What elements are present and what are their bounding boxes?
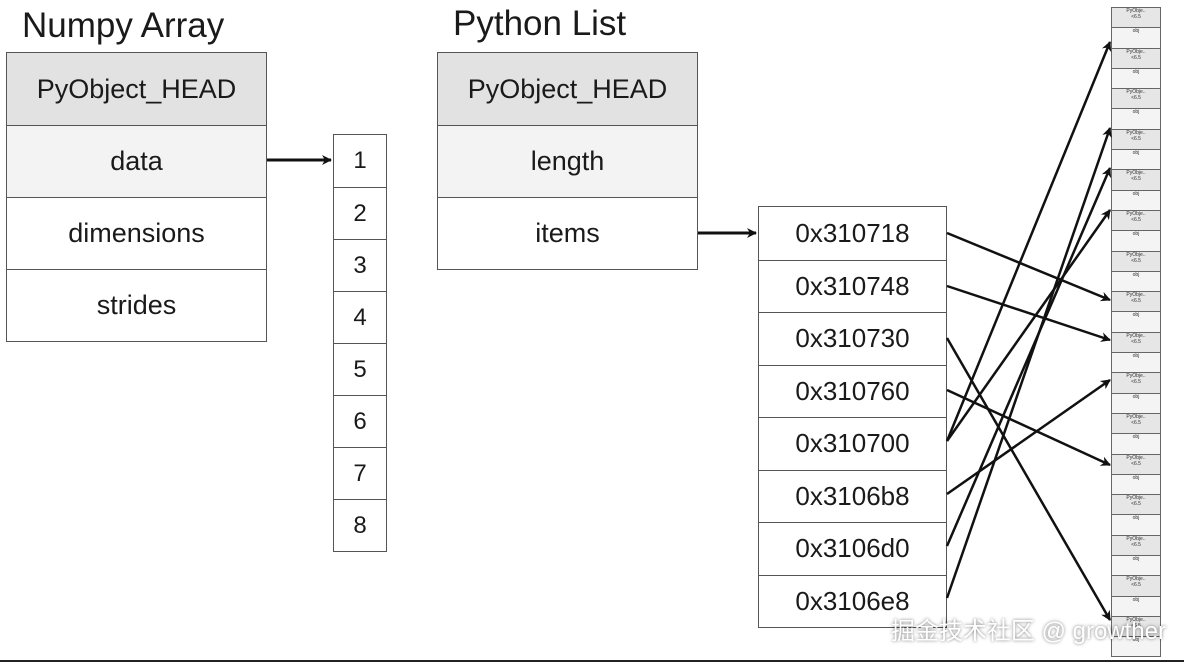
memory-object-cell: PyObje..<6.5: [1111, 453, 1161, 474]
pylist-field-items: items: [438, 197, 697, 269]
reference-arrow: [945, 209, 1112, 442]
numpy-field-pyobject-head: PyObject_HEAD: [7, 53, 266, 125]
reference-arrow: [945, 41, 1112, 442]
memory-value-cell: obj: [1111, 392, 1161, 413]
memory-object-cell: PyObje..<6.5: [1111, 250, 1161, 271]
numpy-array-struct: PyObject_HEAD data dimensions strides: [6, 52, 267, 342]
buffer-cell: 5: [334, 343, 386, 395]
reference-arrow: [945, 167, 1112, 547]
numpy-field-dimensions: dimensions: [7, 197, 266, 269]
numpy-array-title: Numpy Array: [22, 6, 225, 45]
numpy-field-data: data: [7, 125, 266, 197]
pointer-cell: 0x310718: [795, 217, 910, 248]
buffer-cell: 1: [353, 147, 367, 174]
buffer-cell: 7: [334, 447, 386, 499]
buffer-cell: 3: [334, 239, 386, 291]
reference-arrow: [946, 388, 1111, 467]
memory-object-cell: PyObje..<6.5: [1111, 412, 1161, 434]
pylist-field-pyobject-head: PyObject_HEAD: [438, 53, 697, 125]
memory-object-cell: PyObje..<6.5: [1111, 88, 1161, 109]
memory-value-cell: obj: [1111, 270, 1161, 292]
numpy-data-buffer: 1 2 3 4 5 6 7 8: [333, 134, 387, 552]
pointer-cell: 0x310748: [759, 259, 946, 313]
python-list-struct: PyObject_HEAD length items: [437, 52, 698, 270]
memory-value-cell: obj: [1111, 67, 1161, 89]
buffer-cell: 2: [334, 187, 386, 239]
pointer-array: 0x310718 0x310748 0x310730 0x310760 0x31…: [758, 206, 947, 628]
memory-object-cell: PyObje..<6.5: [1111, 128, 1161, 150]
memory-object-cell: PyObje..<6.5: [1111, 575, 1161, 596]
memory-value-cell: obj: [1111, 108, 1161, 129]
memory-object-cell: PyObje..<6.5: [1111, 7, 1161, 28]
python-list-title: Python List: [453, 4, 627, 43]
memory-object-cell: PyObje..<6.5: [1111, 331, 1161, 353]
pylist-field-length: length: [438, 125, 697, 197]
pointer-cell: 0x310730: [759, 312, 946, 365]
memory-object-cell: PyObje..<6.5: [1111, 291, 1161, 312]
memory-value-cell: obj: [1111, 189, 1161, 210]
buffer-cell: 4: [334, 291, 386, 343]
memory-value-cell: obj: [1111, 27, 1161, 48]
pointer-cell: 0x310700: [759, 417, 946, 470]
pointer-cell: 0x310760: [759, 364, 946, 418]
memory-value-cell: obj: [1111, 514, 1161, 535]
memory-object-cell: PyObje..<6.5: [1111, 169, 1161, 190]
memory-value-cell: obj: [1111, 230, 1161, 251]
memory-value-cell: obj: [1111, 636, 1161, 657]
reference-arrow: [945, 127, 1112, 599]
memory-object-cell: PyObje..<6.5: [1111, 372, 1161, 393]
buffer-cell: 8: [334, 499, 386, 551]
memory-value-cell: obj: [1111, 433, 1161, 454]
watermark: 掘金技术社区 @ growther: [890, 618, 1166, 645]
memory-value-cell: obj: [1111, 555, 1161, 576]
buffer-cell: 6: [334, 395, 386, 447]
numpy-field-strides: strides: [7, 269, 266, 341]
pointer-cell: 0x3106d0: [759, 522, 946, 575]
memory-value-cell: obj: [1111, 352, 1161, 373]
memory-object-cell: PyObje..<6.5: [1111, 209, 1161, 231]
memory-value-cell: obj: [1111, 149, 1161, 170]
reference-arrow: [946, 231, 1111, 302]
memory-value-cell: obj: [1111, 595, 1161, 616]
pointer-cell: 0x3106b8: [759, 469, 946, 523]
memory-object-cell: PyObje..<6.5: [1111, 47, 1161, 68]
pointer-cell: 0x3106e8: [759, 574, 946, 628]
memory-object-cell: PyObje..<6.5: [1111, 494, 1161, 515]
memory-object-cell: PyObje..<6.5: [1111, 615, 1161, 637]
memory-object-cell: PyObje..<6.5: [1111, 534, 1161, 556]
divider: [0, 660, 1184, 662]
reference-arrow: [946, 378, 1111, 496]
memory-value-cell: obj: [1111, 473, 1161, 495]
reference-arrow: [946, 284, 1111, 342]
memory-value-cell: obj: [1111, 311, 1161, 332]
object-reference-arrows: [945, 41, 1112, 621]
reference-arrow: [945, 337, 1112, 621]
